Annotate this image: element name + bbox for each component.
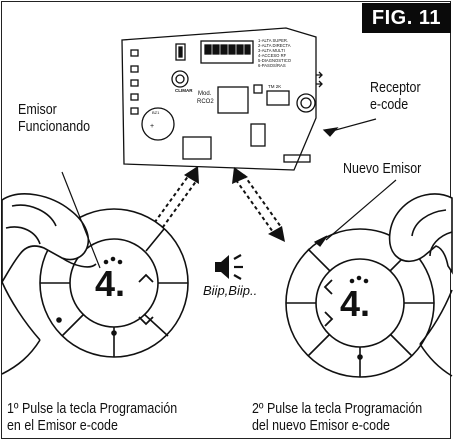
dip-label-2: 2-ALTA DIRECTA xyxy=(258,43,291,48)
receiver-label-line2: e-code xyxy=(370,97,409,113)
right-remote xyxy=(285,193,453,378)
speaker-icon xyxy=(215,254,243,280)
board-tm-label: TM 2K xyxy=(268,84,281,89)
left-remote xyxy=(1,193,189,375)
right-caption-step: 2º xyxy=(252,401,264,417)
left-caption: 1º Pulse la tecla Programación en el Emi… xyxy=(7,401,177,435)
left-caption-line1: 1º Pulse la tecla Programación xyxy=(7,401,177,418)
right-caption-line2: del nuevo Emisor e-code xyxy=(252,418,390,434)
right-caption-line1: 2º Pulse la tecla Programación xyxy=(252,401,422,418)
board-brand: CLIMAR xyxy=(175,88,193,93)
pointer-lines xyxy=(61,118,397,269)
left-remote-label: Emisor Funcionando xyxy=(18,102,90,136)
figure-tag: FIG. 11 xyxy=(361,3,451,33)
left-caption-step: 1º xyxy=(7,401,19,417)
left-remote-display: 4. xyxy=(95,263,125,304)
receiver-label: Receptor e-code xyxy=(370,80,421,114)
right-caption: 2º Pulse la tecla Programación del nuevo… xyxy=(252,401,422,435)
left-remote-label-line1: Emisor xyxy=(18,102,57,118)
left-remote-label-line2: Funcionando xyxy=(18,119,91,135)
dip-label-1: 1-ALTA SUPER. xyxy=(258,38,288,43)
board-model-line2: RCO2 xyxy=(197,99,214,105)
right-remote-label: Nuevo Emisor xyxy=(343,161,422,177)
receiver-label-line1: Receptor xyxy=(370,80,421,96)
right-caption-line1-text: Pulse la tecla Programación xyxy=(266,401,423,417)
board-model-line1: Mod. xyxy=(198,91,212,97)
board-bz-label: BZ1 xyxy=(152,110,160,115)
receiver-board xyxy=(121,27,323,171)
left-caption-line1-text: Pulse la tecla Programación xyxy=(21,401,178,417)
dip-label-3: 3-ALTA MULTI xyxy=(258,48,285,53)
dip-label-6: 6-PASOS/RAS xyxy=(258,63,286,68)
right-remote-display: 4. xyxy=(340,283,370,324)
left-caption-line2: en el Emisor e-code xyxy=(7,418,118,434)
buzzer-plus: + xyxy=(150,123,154,130)
dip-label-4: 4-ACCESO RF xyxy=(258,53,287,58)
dip-label-5: 5-DIAGNOSTICO xyxy=(258,58,292,63)
sound-text: Biip,Biip.. xyxy=(203,283,258,298)
signal-arrow-right xyxy=(232,167,285,242)
